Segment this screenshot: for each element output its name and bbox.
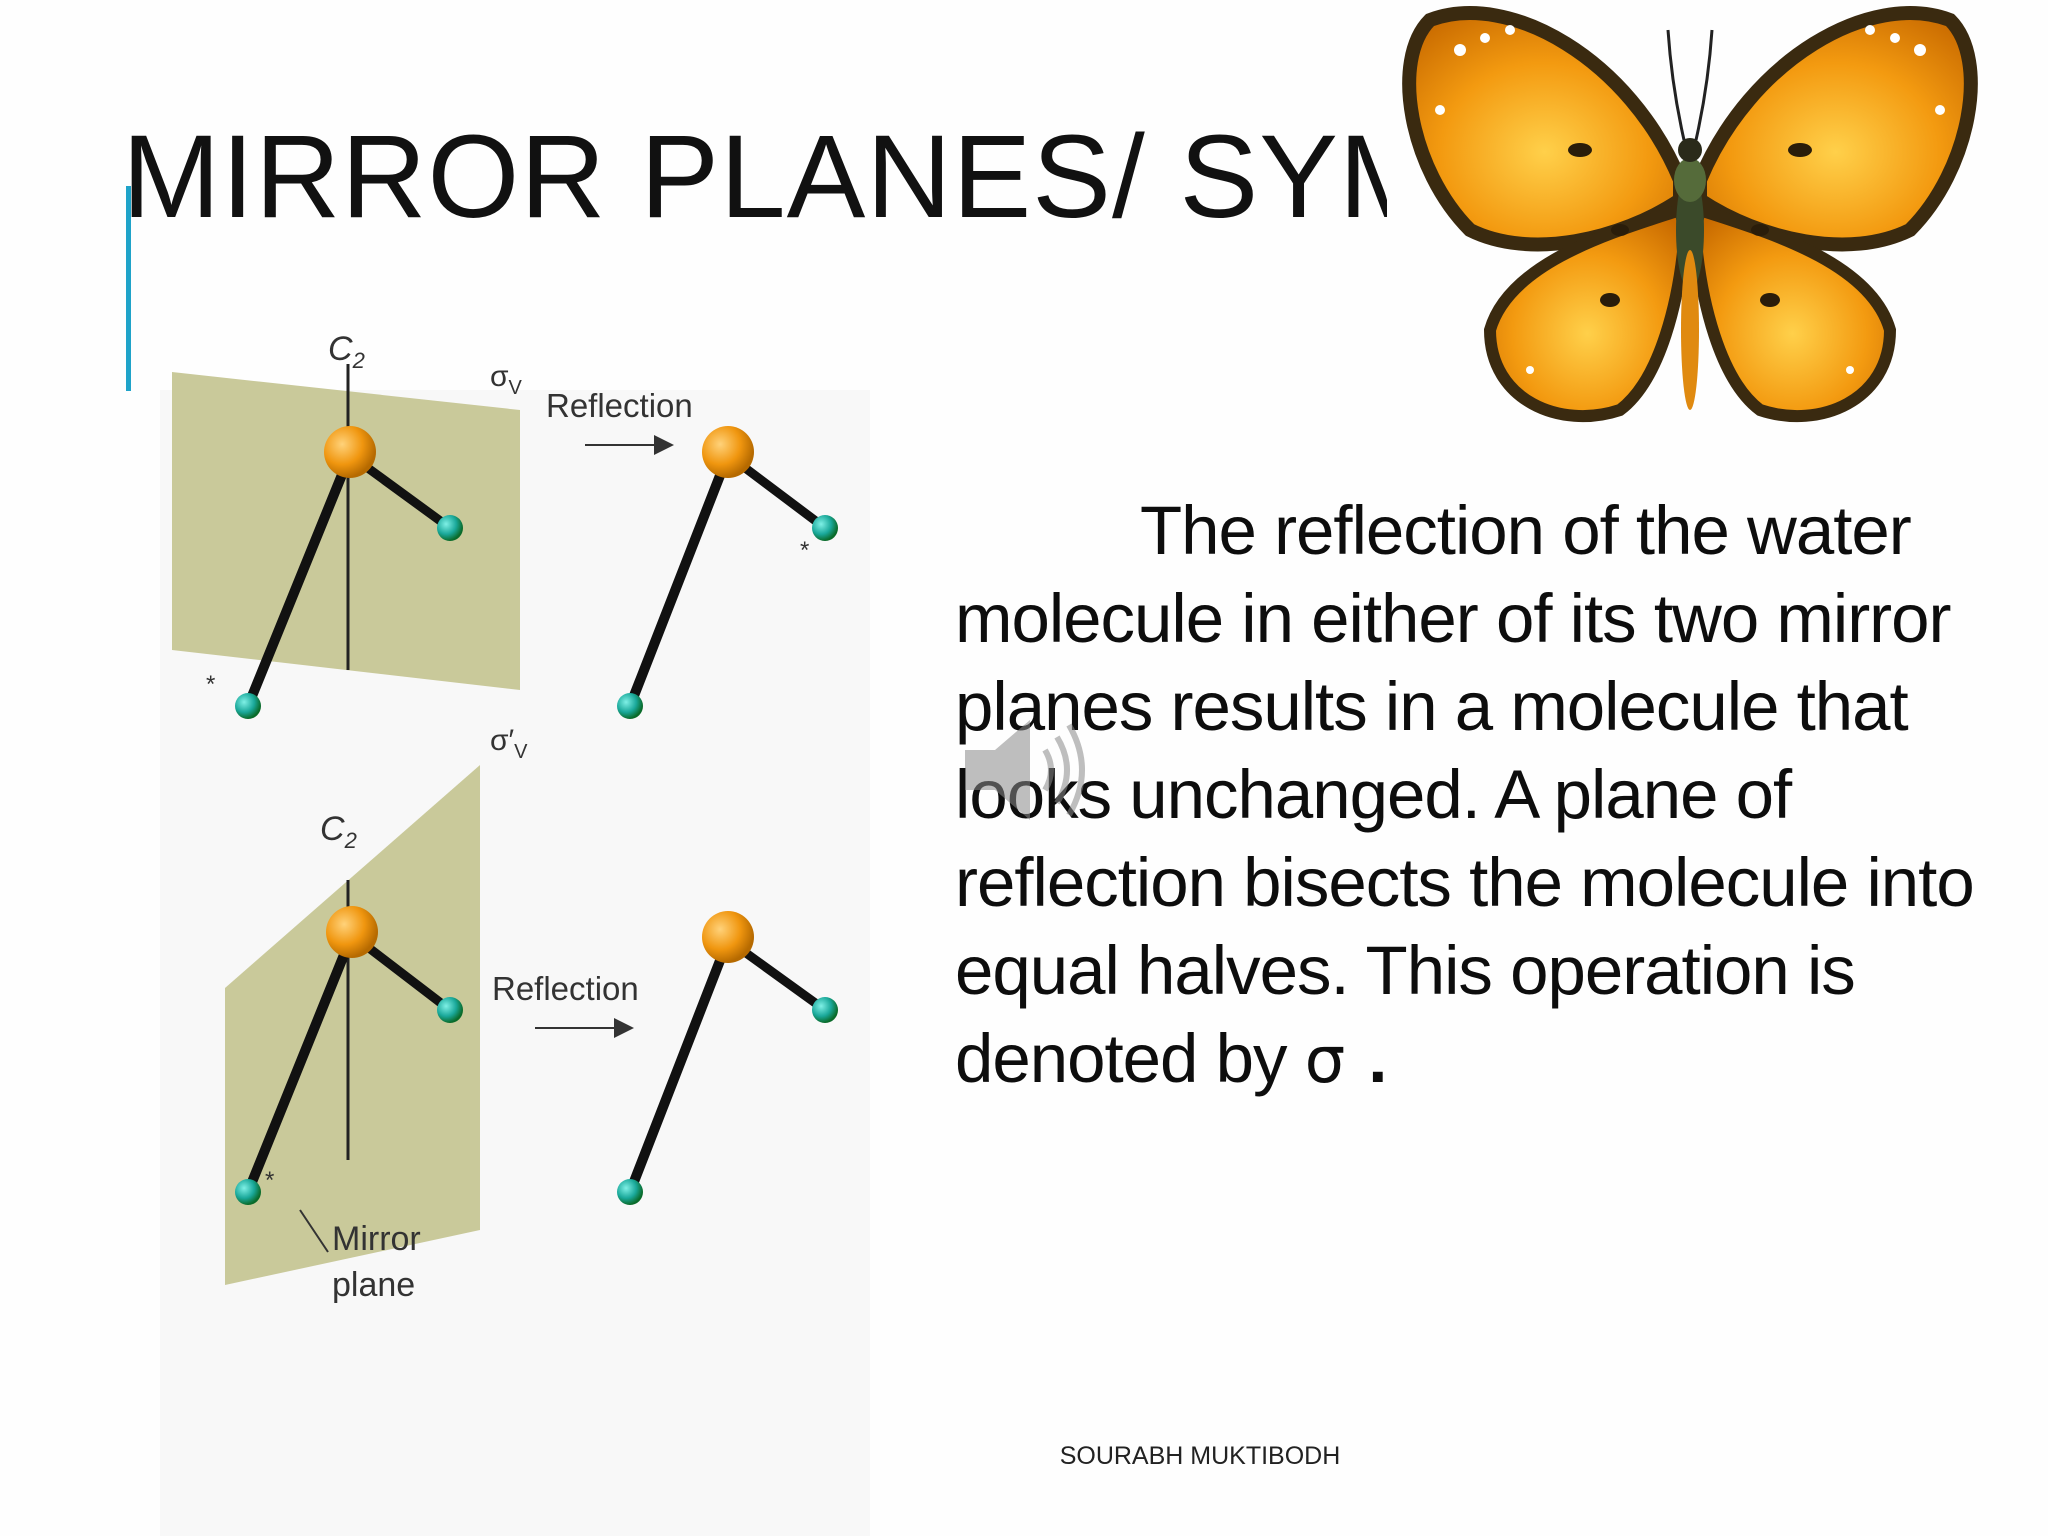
footer-author: SOURABH MUKTIBODH [1059, 1442, 1341, 1470]
sigma-v-label: σV [490, 360, 523, 399]
mirror-plane-label: Mirror [332, 1220, 421, 1258]
mirror-plane-label: plane [332, 1266, 415, 1304]
mirror-plane-figure: C2 σV * Reflection * σ′V C2 * Mirror [172, 330, 838, 1304]
body-paragraph: The reflection of the water molecule in … [955, 487, 1975, 1105]
butterfly-image [1402, 6, 1978, 423]
asterisk-label: * [800, 537, 809, 564]
bottom-water-molecule [235, 906, 463, 1205]
title-accent-bar [126, 186, 131, 391]
c2-label-bottom: C2 [320, 810, 357, 853]
hydrogen-atom [437, 997, 463, 1023]
oxygen-atom [324, 426, 376, 478]
hydrogen-atom [235, 1179, 261, 1205]
reflection-label-top: Reflection [546, 387, 693, 424]
sigma-symbol: σ [1304, 1024, 1346, 1098]
hydrogen-atom [812, 515, 838, 541]
sigma-v-prime-label: σ′V [490, 724, 528, 763]
slide-title: MIRROR PLANES/ SYMMETRY PLANES [122, 111, 1387, 243]
body-text: The reflection of the water molecule in … [955, 492, 1975, 1097]
period-mark: . [1368, 1020, 1387, 1097]
asterisk-label: * [265, 1167, 274, 1194]
top-mirror-plane [172, 364, 520, 690]
hydrogen-atom [812, 997, 838, 1023]
hydrogen-atom [235, 693, 261, 719]
hydrogen-atom [617, 693, 643, 719]
top-water-molecule [235, 426, 463, 719]
asterisk-label: * [206, 671, 215, 698]
hydrogen-atom [617, 1179, 643, 1205]
oxygen-atom [702, 426, 754, 478]
c2-label-top: C2 [328, 330, 365, 373]
mirror-plane-pointer [299, 1209, 329, 1253]
bottom-reflected-molecule [617, 911, 838, 1205]
oxygen-atom [702, 911, 754, 963]
top-reflected-molecule [617, 426, 838, 719]
reflection-label-bottom: Reflection [492, 970, 639, 1007]
speaker-icon[interactable] [955, 705, 1095, 835]
hydrogen-atom [437, 515, 463, 541]
oxygen-atom [326, 906, 378, 958]
